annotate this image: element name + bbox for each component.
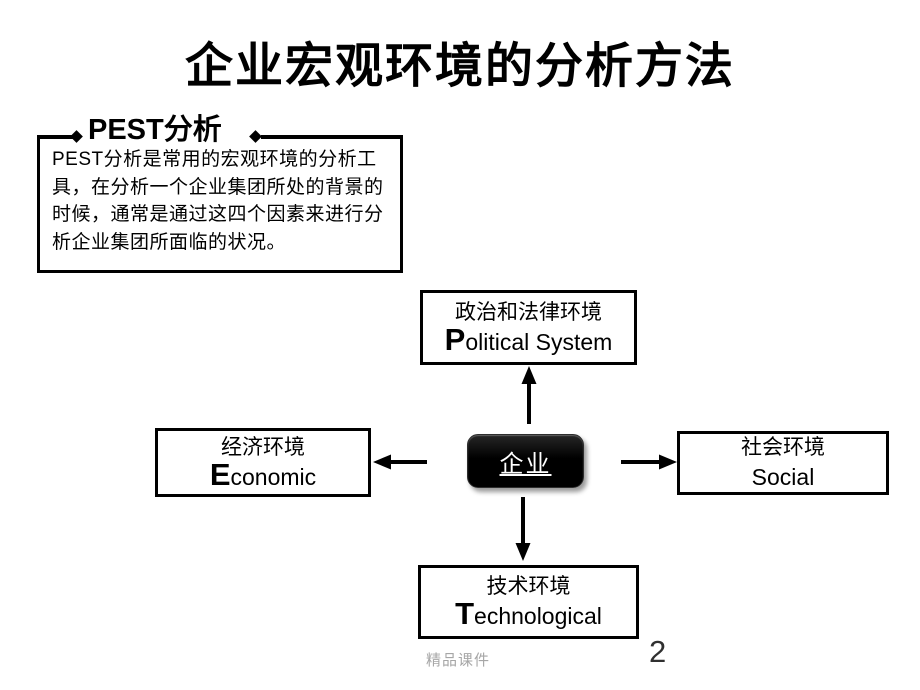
technological-initial: T: [455, 596, 475, 631]
economic-initial: E: [209, 456, 231, 492]
social-en-rest: Social: [751, 464, 815, 490]
watermark-text: 精品课件: [426, 652, 491, 669]
technological-cn-label: 技术环境: [486, 575, 571, 598]
slide-title: 企业宏观环境的分析方法: [184, 38, 735, 94]
pest-connector-left-line: [37, 135, 73, 139]
arrow-down-icon: [515, 497, 531, 561]
pest-description-box: PEST分析是常用的宏观环境的分析工具，在分析一个企业集团所处的背景的时候，通常…: [37, 137, 403, 273]
pest-description-text: PEST分析是常用的宏观环境的分析工具，在分析一个企业集团所处的背景的时候，通常…: [52, 149, 384, 253]
pest-label: PEST分析: [88, 114, 222, 146]
page-number: 2: [649, 634, 667, 669]
technological-en-rest: echnological: [474, 603, 602, 629]
enterprise-label: 企业: [499, 450, 552, 478]
social-cn-label: 社会环境: [741, 436, 825, 459]
technological-en-label: Technological: [455, 598, 602, 630]
technological-box: 技术环境 Technological: [418, 565, 639, 639]
arrow-left-icon: [373, 454, 427, 470]
economic-en-rest: conomic: [230, 463, 317, 490]
economic-cn-label: 经济环境: [221, 435, 305, 459]
social-box: 社会环境 Social: [677, 431, 889, 495]
political-en-rest: olitical System: [465, 328, 613, 355]
enterprise-node: 企业: [467, 434, 584, 488]
political-initial: P: [444, 321, 466, 357]
pest-connector-right-line: [261, 135, 403, 139]
political-box: 政治和法律环境 Political System: [420, 290, 637, 365]
arrow-up-icon: [521, 366, 537, 424]
political-cn-label: 政治和法律环境: [455, 300, 602, 324]
arrow-right-icon: [621, 454, 677, 470]
social-en-label: Social: [752, 461, 815, 491]
economic-box: 经济环境 Economic: [155, 428, 371, 497]
political-en-label: Political System: [445, 324, 613, 356]
economic-en-label: Economic: [210, 459, 317, 491]
